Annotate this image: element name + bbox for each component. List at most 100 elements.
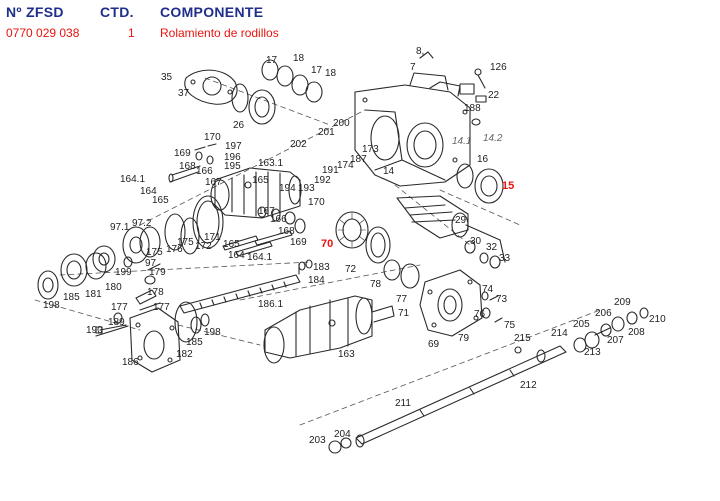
part-label: 163.1 bbox=[258, 158, 283, 169]
part-label: 16 bbox=[477, 154, 489, 165]
bearing-15-16 bbox=[456, 163, 504, 204]
part-label: 178 bbox=[147, 287, 164, 298]
part-label: 177 bbox=[111, 302, 128, 313]
part-label: 201 bbox=[318, 127, 335, 138]
part-label: 168 bbox=[278, 226, 295, 237]
part-label: 79 bbox=[458, 333, 470, 344]
part-label: 211 bbox=[395, 398, 411, 409]
part-label: 192 bbox=[314, 175, 331, 186]
flange-69-79 bbox=[419, 269, 483, 337]
seals-71-78 bbox=[383, 259, 420, 289]
part-label: 164 bbox=[140, 186, 157, 197]
gears-166-169 bbox=[257, 206, 306, 234]
part-label: 173 bbox=[362, 144, 379, 155]
part-label: 177 bbox=[153, 302, 170, 313]
part-label: 37 bbox=[178, 88, 190, 99]
part-label: 210 bbox=[649, 314, 666, 325]
part-label: 215 bbox=[514, 333, 531, 344]
part-label: 186 bbox=[122, 357, 139, 368]
part-label: 196 bbox=[224, 152, 241, 163]
part-label: 164 bbox=[228, 250, 245, 261]
part-label: 175 bbox=[146, 247, 163, 258]
flange-35-37 bbox=[184, 69, 238, 105]
part-label: 97.1 bbox=[110, 222, 130, 233]
part-label: 170 bbox=[308, 197, 325, 208]
part-label: 193 bbox=[298, 183, 315, 194]
part-label: 33 bbox=[499, 253, 511, 264]
part-label: 71 bbox=[398, 308, 410, 319]
part-label: 74 bbox=[482, 284, 494, 295]
ring-175-176 bbox=[164, 195, 224, 255]
part-label: 190 bbox=[86, 325, 103, 336]
part-label: 73 bbox=[496, 294, 508, 305]
bearings-198-185-181 bbox=[37, 252, 133, 300]
small-parts-top-right bbox=[419, 51, 487, 126]
row-quantity: 1 bbox=[128, 26, 135, 40]
part-label: 126 bbox=[490, 62, 507, 73]
part-label: 167 bbox=[258, 206, 275, 217]
part-label: 185 bbox=[186, 337, 203, 348]
part-label: 163 bbox=[338, 349, 355, 360]
part-label: 208 bbox=[628, 327, 645, 338]
part-label: 186.1 bbox=[258, 299, 283, 310]
part-label: 194 bbox=[279, 183, 296, 194]
gear-163-1 bbox=[210, 167, 302, 219]
piston-163 bbox=[263, 295, 395, 364]
part-label: 171 bbox=[204, 232, 221, 243]
part-label: 200 bbox=[333, 118, 350, 129]
part-label: 165 bbox=[152, 195, 169, 206]
part-label: 18 bbox=[293, 53, 305, 64]
part-label: 176 bbox=[166, 244, 183, 255]
small-parts-73-76 bbox=[481, 291, 522, 354]
part-label: 204 bbox=[334, 429, 351, 440]
part-label: 35 bbox=[161, 72, 173, 83]
bolt-190 bbox=[95, 312, 129, 337]
part-label: 207 bbox=[607, 335, 624, 346]
part-label: 187 bbox=[350, 154, 367, 165]
part-label: 32 bbox=[486, 242, 498, 253]
part-label: 14.1 bbox=[452, 136, 471, 147]
part-label: 197 bbox=[225, 141, 242, 152]
housing-14 bbox=[354, 72, 471, 187]
part-label: 97 bbox=[145, 258, 157, 269]
part-label: 165 bbox=[223, 239, 240, 250]
part-label: 195 bbox=[224, 161, 241, 172]
header-quantity: CTD. bbox=[100, 4, 134, 20]
part-label: 7 bbox=[410, 62, 416, 73]
part-label: 203 bbox=[309, 435, 326, 446]
part-label: 181 bbox=[85, 289, 102, 300]
header-part-number: Nº ZFSD bbox=[6, 4, 64, 20]
exploded-view-diagram: 353717181718268,712622188201200202170197… bbox=[34, 46, 666, 454]
shaft-29 bbox=[396, 195, 501, 241]
small-parts-169-168 bbox=[168, 143, 217, 183]
part-label: 206 bbox=[595, 308, 612, 319]
part-label: 202 bbox=[290, 139, 307, 150]
row-component: Rolamiento de rodillos bbox=[160, 26, 279, 40]
part-label: 170 bbox=[204, 132, 221, 143]
part-label: 164.1 bbox=[247, 252, 272, 263]
part-label: 212 bbox=[520, 380, 537, 391]
end-parts-203-204 bbox=[328, 437, 352, 454]
part-label: 191 bbox=[322, 165, 339, 176]
part-label: 165 bbox=[252, 175, 269, 186]
part-label: 166 bbox=[196, 166, 213, 177]
part-label: 185 bbox=[63, 292, 80, 303]
part-label: 189 bbox=[108, 317, 125, 328]
part-label: 14 bbox=[383, 166, 395, 177]
part-label: 169 bbox=[290, 237, 307, 248]
part-label: 22 bbox=[488, 90, 500, 101]
part-label: 30 bbox=[470, 236, 482, 247]
cover-plate-186 bbox=[95, 307, 181, 373]
part-label: 18 bbox=[325, 68, 337, 79]
small-parts-205-210 bbox=[573, 307, 649, 353]
part-label: 172 bbox=[195, 241, 212, 252]
part-label: 70 bbox=[321, 238, 333, 250]
exploded-drawing bbox=[34, 51, 649, 454]
header-component: COMPONENTE bbox=[160, 4, 264, 20]
part-label: 209 bbox=[614, 297, 631, 308]
small-parts-178-180 bbox=[135, 263, 161, 311]
part-label: 213 bbox=[584, 347, 601, 358]
part-label: 97.2 bbox=[132, 218, 152, 229]
part-label: 17 bbox=[266, 55, 278, 66]
